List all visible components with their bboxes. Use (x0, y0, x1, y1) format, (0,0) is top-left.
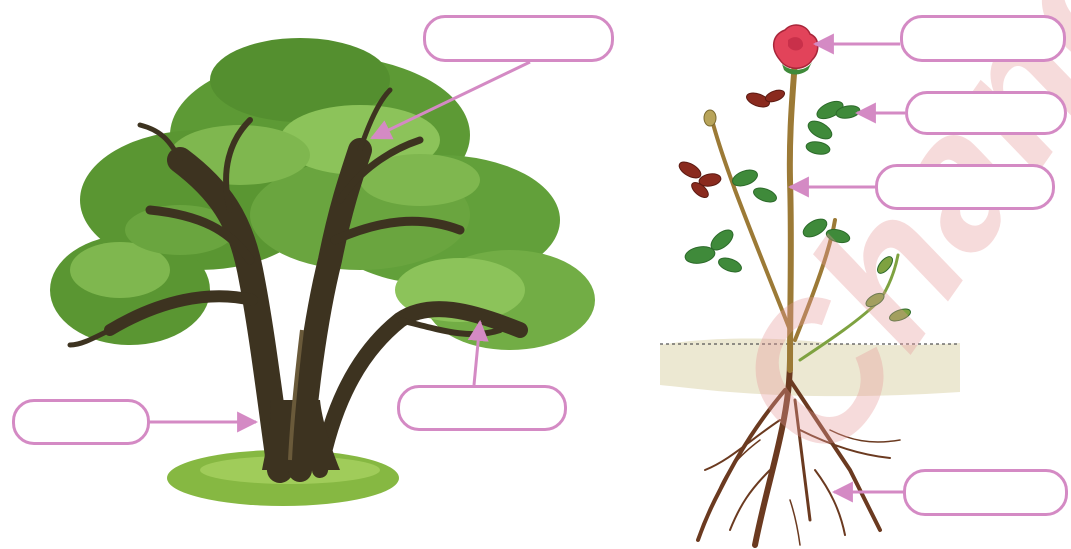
rose-flower (774, 25, 818, 74)
label-box-rose-stem[interactable] (875, 164, 1055, 210)
label-box-rose-flower[interactable] (900, 15, 1066, 62)
label-box-tree-branch[interactable] (397, 385, 567, 431)
svg-text:Chandan: Chandan (690, 0, 1071, 494)
watermark: Chandan (690, 0, 1071, 494)
label-box-tree-trunk[interactable] (12, 399, 150, 445)
label-box-tree-leaves[interactable] (423, 15, 614, 62)
label-box-rose-leaf[interactable] (905, 91, 1067, 135)
label-box-rose-root[interactable] (903, 469, 1068, 516)
